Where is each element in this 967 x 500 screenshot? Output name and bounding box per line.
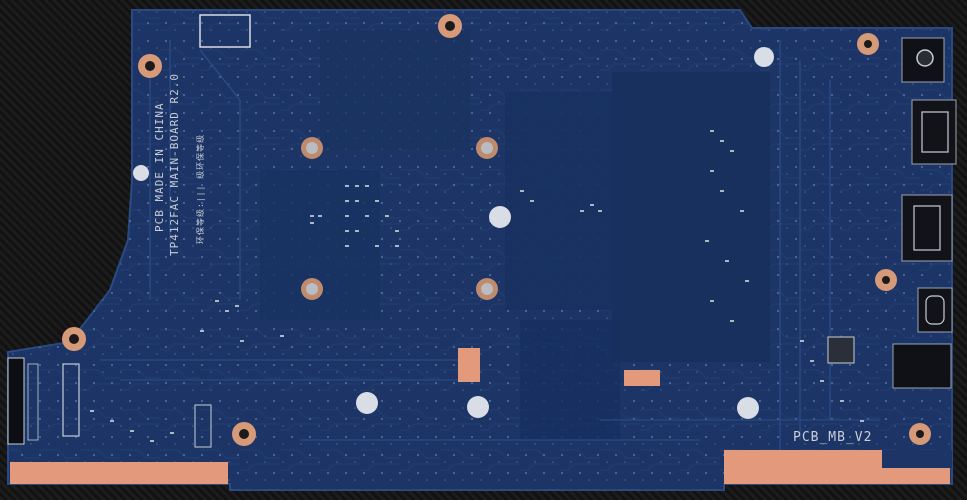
ffc-connector-mid (62, 363, 80, 437)
copper-pad-center (458, 348, 480, 382)
silkscreen-model: TP412FAC MAIN-BOARD R2.0 (168, 73, 181, 256)
white-test-points (133, 47, 774, 419)
screw-holes (62, 14, 931, 446)
usb-c-port (917, 287, 953, 333)
silkscreen-made-in: PCB MADE IN CHINA (153, 102, 166, 232)
ic-chip-small (194, 404, 212, 448)
headphone-jack (892, 343, 952, 389)
hdmi-port (911, 99, 957, 165)
silkscreen-chinese: 环保等级:||| 级环保等级 (196, 133, 205, 244)
cpu-area (612, 72, 770, 362)
heatsink-screws (301, 137, 498, 300)
ffc-connector-left (7, 357, 25, 445)
copper-pad-bottom-left (10, 462, 228, 484)
silkscreen-mb: PCB_MB_V2 (793, 430, 873, 445)
label-sticker (199, 14, 251, 48)
usb-a-port (901, 194, 953, 262)
copper-pad-strip (624, 370, 660, 386)
audio-codec-chip (827, 336, 855, 364)
